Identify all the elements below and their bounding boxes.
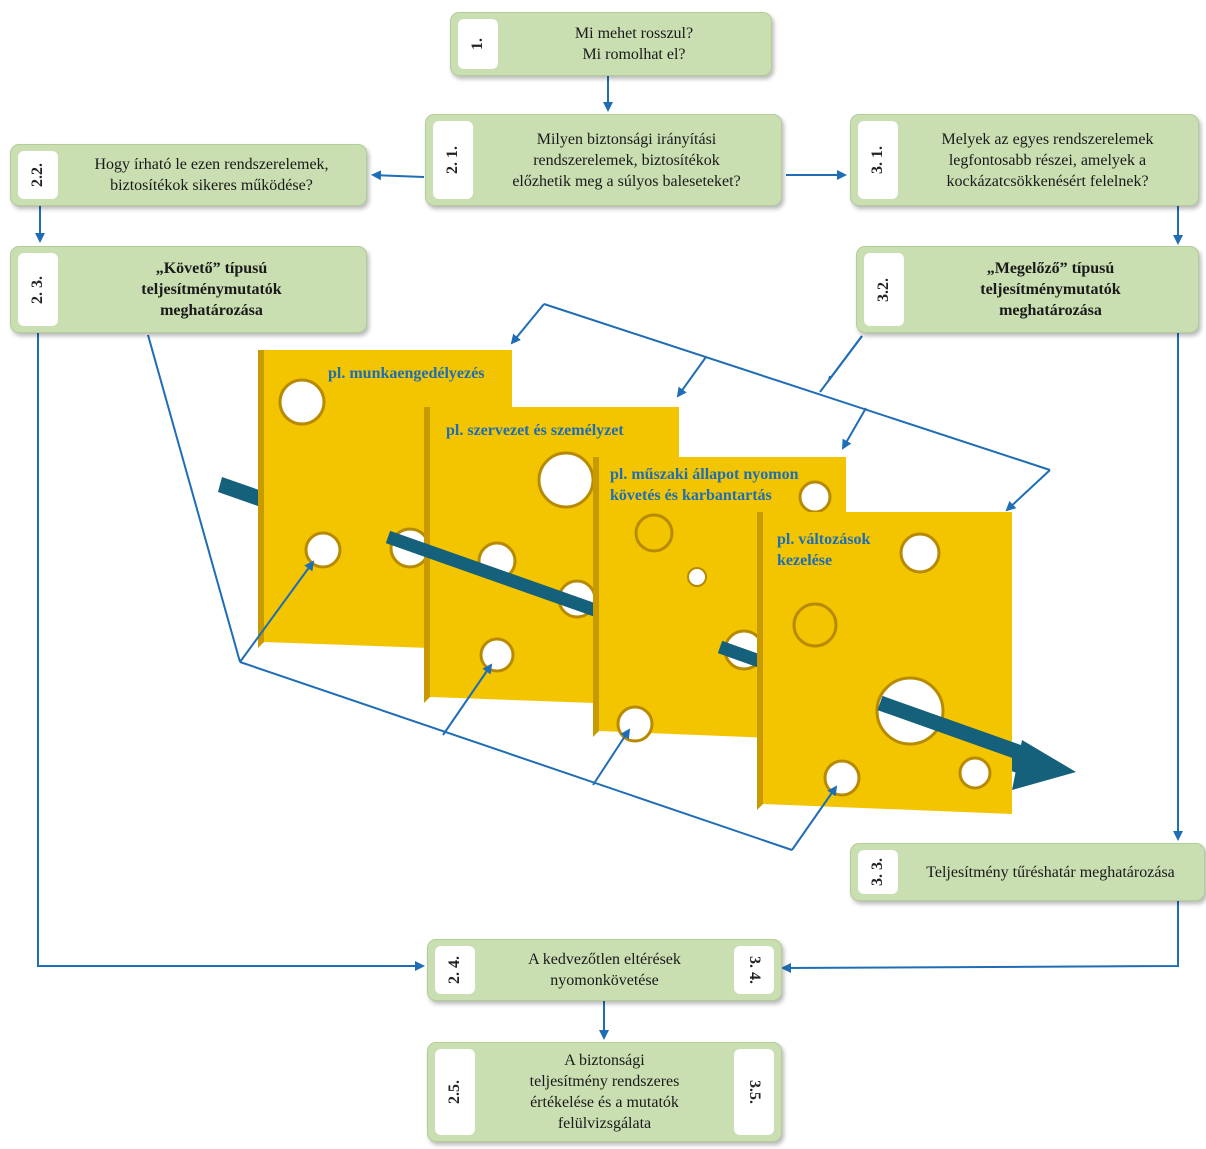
- step-text-3-2: „Megelőző” típusú teljesítménymutatók me…: [980, 260, 1121, 319]
- step-number-2-2: 2.2.: [18, 151, 58, 199]
- step-number-1: 1.: [458, 19, 498, 69]
- cheese-label-3: pl. műszaki állapot nyomon követés és ka…: [610, 466, 799, 504]
- hazard-arrowhead: [1012, 740, 1076, 790]
- step-number-3-3: 3. 3.: [858, 850, 898, 894]
- step-text-2-5: A biztonsági teljesítmény rendszeres ért…: [529, 1052, 680, 1132]
- step-box-3-1: 3. 1. Melyek az egyes rendszerelemek leg…: [850, 114, 1199, 206]
- step-number-2-4: 2. 4.: [435, 946, 475, 994]
- step-number-3-1: 3. 1.: [858, 121, 898, 199]
- step-box-2-2: 2.2. Hogy írható le ezen rendszerelemek,…: [10, 144, 367, 206]
- step-number-2-3: 2. 3.: [18, 253, 58, 326]
- cheese-slice-4: [757, 512, 1012, 814]
- hazard-trajectory-segment: [877, 695, 1038, 766]
- step-text-2-2: Hogy írható le ezen rendszerelemek, bizt…: [94, 156, 329, 194]
- step-number-3-4: 3. 4.: [734, 946, 774, 994]
- flow-connectors: [35, 76, 1183, 1040]
- step-box-3-3: 3. 3. Teljesítmény tűréshatár meghatároz…: [850, 843, 1205, 901]
- step-number-2-5: 2.5.: [435, 1049, 475, 1135]
- step-text-2-3: „Követő” típusú teljesítménymutatók megh…: [141, 260, 282, 319]
- step-number-3-2: 3.2.: [864, 253, 904, 326]
- cheese-label-1: pl. munkaengedélyezés: [328, 365, 485, 382]
- step-box-2-5: 2.5. A biztonsági teljesítmény rendszere…: [427, 1042, 782, 1142]
- step-text-3-1: Melyek az egyes rendszerelemek legfontos…: [941, 130, 1154, 190]
- step-box-3-2: 3.2. „Megelőző” típusú teljesítménymutat…: [856, 246, 1199, 333]
- step-text-2-4: A kedvezőtlen eltérések nyomonkövetése: [528, 951, 681, 989]
- step-text-1: Mi mehet rosszul? Mi romolhat el?: [574, 25, 694, 63]
- step-text-3-3: Teljesítmény tűréshatár meghatározása: [926, 863, 1175, 881]
- step-text-2-1: Milyen biztonsági irányítási rendszerele…: [512, 130, 741, 190]
- step-box-2-3: 2. 3. „Követő” típusú teljesítménymutató…: [10, 246, 367, 333]
- step-box-1: 1. Mi mehet rosszul? Mi romolhat el?: [450, 12, 772, 76]
- cheese-label-4: pl. változások kezelése: [777, 531, 871, 569]
- step-box-2-4: 2. 4. A kedvezőtlen eltérések nyomonköve…: [427, 939, 782, 1001]
- step-number-2-1: 2. 1.: [433, 121, 473, 199]
- step-number-3-5: 3.5.: [734, 1049, 774, 1135]
- step-box-2-1: 2. 1. Milyen biztonsági irányítási rends…: [425, 114, 782, 206]
- cheese-label-2: pl. szervezet és személyzet: [446, 422, 624, 439]
